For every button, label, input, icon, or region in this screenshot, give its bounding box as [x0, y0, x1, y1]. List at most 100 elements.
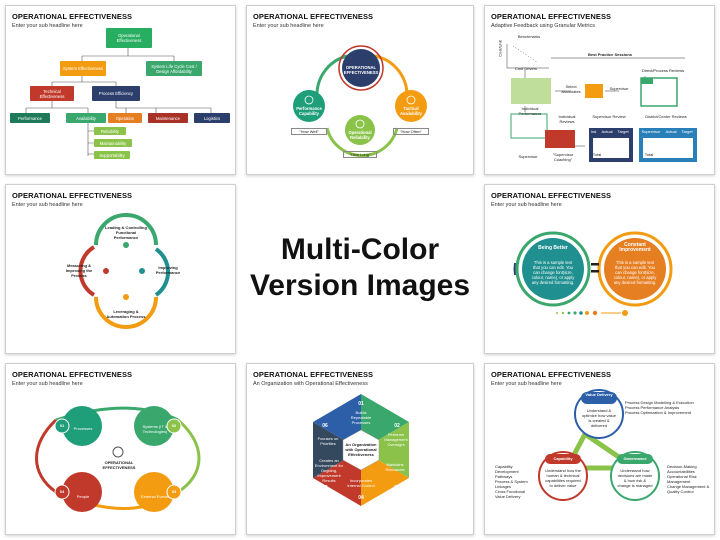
badge-02: 02 [171, 423, 177, 428]
seg-05-text: Creates an Environment for Ongoing, Impr… [314, 458, 344, 483]
improving-performance-label: Improving Performance [155, 265, 181, 275]
individual-reviews-label: Individual Reviews [558, 114, 576, 124]
node-process-efficiency: Process Efficiency [92, 86, 140, 101]
node-reliability: Reliability [94, 127, 126, 135]
node-logistics: Logistics [194, 113, 230, 123]
node-operation: Operation [108, 113, 142, 123]
circle-graphics [293, 45, 427, 158]
list-item: Process & System Linkages [495, 479, 528, 489]
direct-reviews-label: Direct/Process Reviews [641, 68, 685, 73]
center-label: OPERATIONAL EFFECTIVENESS [102, 460, 136, 470]
list-item: Process Design Modelling & Execution [625, 400, 694, 405]
benchmarks-label: Benchmarks [517, 34, 541, 39]
leading-controlling-label: Leading & Controlling Functional Perform… [105, 225, 147, 240]
constant-improvement-title: Constant Improvement [619, 242, 651, 253]
tile-value-delivery[interactable]: OPERATIONAL EFFECTIVENESS Enter your sub… [484, 363, 715, 535]
center-heading: Multi-Color Version Images [248, 232, 472, 304]
target-header: Target [617, 129, 629, 134]
tile-being-better[interactable]: OPERATIONAL EFFECTIVENESS Enter your sub… [484, 184, 715, 354]
tile-subtitle: Enter your sub headline here [12, 381, 83, 387]
tile-subtitle: Adaptive Feedback using Granular Metrics [491, 23, 595, 29]
list-item: Process Optimization & Improvement [625, 410, 692, 415]
tile-hexagon[interactable]: OPERATIONAL EFFECTIVENESS An Organizatio… [246, 363, 474, 535]
seg-02-num: 02 [394, 423, 400, 429]
tile-adaptive-feedback[interactable]: OPERATIONAL EFFECTIVENESS Adaptive Feedb… [484, 5, 715, 175]
tactical-availability-label: Tactical Availability [400, 106, 422, 116]
how-long-caption: "How Long" [343, 151, 377, 158]
node-performance: Performance [10, 113, 50, 123]
node-maintainability: Maintainability [94, 139, 132, 147]
total-label: Total [592, 152, 602, 157]
governance-list: Decision-Making Accountabilities Operati… [667, 464, 711, 494]
capability-text: Understand how the human & technical cap… [545, 468, 581, 488]
measuring-improving-label: Measuring & Improving the Process [65, 263, 93, 278]
tile-title: OPERATIONAL EFFECTIVENESS [491, 191, 612, 200]
tile-title: OPERATIONAL EFFECTIVENESS [491, 12, 612, 21]
tile-subtitle: An Organization with Operational Effecti… [253, 381, 368, 387]
list-item: Cross Functional Value Delivery [495, 489, 526, 499]
node-availability: Availability [66, 113, 106, 123]
supervisor-label: Supervisor [609, 86, 629, 91]
seg-02-text: Performs Management Oversight [384, 432, 408, 447]
processes-label: Processes [73, 426, 93, 431]
constant-improvement-text: This is a sample text that you can edit.… [613, 259, 657, 285]
seg-03-text: Maintains Resources [385, 462, 405, 472]
badge-04: 04 [59, 489, 65, 494]
operational-reliability-label: Operational Reliability [348, 130, 372, 140]
tree-connectors [25, 48, 212, 156]
being-better-title: Being Better [538, 244, 568, 251]
supervisor-header: Supervisor [641, 129, 661, 134]
tile-tree-diagram[interactable]: OPERATIONAL EFFECTIVENESS Enter your sub… [5, 5, 236, 175]
governance-text: Understand how decisions are made & how … [617, 468, 653, 488]
supervisor-bottom-label: Supervisor [518, 154, 538, 159]
seg-06-num: 06 [322, 423, 328, 429]
node-lifecycle-cost: System Life Cycle Cost / Design Affordab… [146, 61, 202, 76]
value-delivery-text: Understand & optimize how value is creat… [581, 408, 617, 428]
list-item: Process Performance Analysis [625, 405, 680, 410]
seg-04-text: Incorporates Internal Control [347, 478, 375, 488]
node-technical-effectiveness: Technical Effectiveness [30, 86, 74, 101]
how-often-caption: "How Often" [393, 128, 429, 135]
tile-four-pillars[interactable]: OPERATIONAL EFFECTIVENESS Enter your sub… [5, 363, 236, 535]
tile-subtitle: Enter your sub headline here [491, 202, 562, 208]
external-events-label: External Events [140, 494, 169, 499]
tile-subtitle: Enter your sub headline here [12, 202, 83, 208]
hexagon-graphics [313, 394, 409, 506]
supervisor-review-label: Supervisor Review [592, 114, 626, 119]
feedback-graphics [506, 44, 697, 162]
cost-unit-axis-label: Cost/Unit [497, 40, 503, 57]
best-practice-label: Best Practice Sessions [587, 52, 633, 57]
being-better-text: This is a sample text that you can edit.… [531, 259, 575, 285]
ind-header: Ind. [590, 129, 598, 134]
individual-performance-label: Individual Performance [518, 106, 542, 116]
badge-03: 03 [171, 489, 177, 494]
actual-header-2: Actual [665, 129, 677, 134]
tile-subtitle: Enter your sub headline here [12, 23, 83, 29]
seg-01-text: Builds Repeatable Processes [350, 410, 372, 425]
tile-title: OPERATIONAL EFFECTIVENESS [253, 12, 374, 21]
equation-graphics [513, 231, 673, 316]
tile-three-circles[interactable]: OPERATIONAL EFFECTIVENESS Enter your sub… [246, 5, 474, 175]
list-item: Change Management & Quality Control [667, 484, 710, 494]
list-item: Decision-Making Accountabilities [667, 464, 697, 474]
tile-subtitle: Enter your sub headline here [253, 23, 324, 29]
tile-title: OPERATIONAL EFFECTIVENESS [491, 370, 612, 379]
capability-list: Capability Development Pathways Process … [495, 464, 535, 499]
center-heading-line1: Multi-Color [280, 233, 440, 266]
value-list: Process Design Modelling & Execution Pro… [625, 400, 695, 415]
target-header-2: Target [681, 129, 693, 134]
supervisor-coaching-label: "Supervisor Coaching" [552, 152, 574, 162]
tile-title: OPERATIONAL EFFECTIVENESS [253, 370, 374, 379]
capability-title: Capability [553, 456, 573, 461]
seg-05-num: 05 [322, 485, 328, 491]
total-label-2: Total [644, 152, 654, 157]
badge-01: 01 [59, 423, 65, 428]
node-operational-effectiveness: Operational Effectiveness [106, 28, 152, 48]
seg-06-text: Focuses on Priorities [317, 436, 339, 446]
cost-drivers-label: Cost Drivers [514, 66, 537, 71]
value-delivery-title: Value Delivery [585, 392, 613, 397]
tile-subtitle: Enter your sub headline here [491, 381, 562, 387]
tile-cycle-diagram[interactable]: OPERATIONAL EFFECTIVENESS Enter your sub… [5, 184, 236, 354]
seg-03-num: 03 [394, 485, 400, 491]
tile-title: OPERATIONAL EFFECTIVENESS [12, 191, 133, 200]
